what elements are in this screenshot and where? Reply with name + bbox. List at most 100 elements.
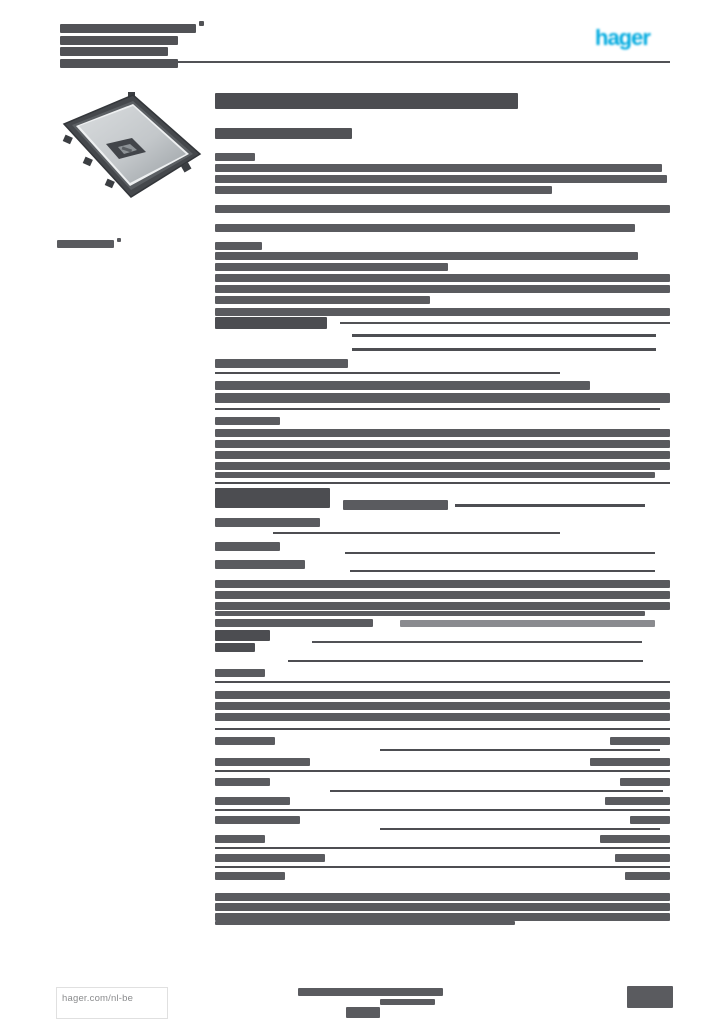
separator bbox=[215, 482, 670, 484]
section-side-rule bbox=[455, 504, 645, 507]
body-line bbox=[215, 308, 670, 316]
spec-row-label bbox=[215, 758, 310, 766]
table-line bbox=[215, 451, 670, 459]
footer-url-box: hager.com/nl-be bbox=[56, 987, 168, 1019]
footer-center-text bbox=[380, 999, 435, 1005]
spec-row-label bbox=[215, 797, 290, 805]
spec-row-value bbox=[590, 758, 670, 766]
spec-row-label bbox=[215, 835, 265, 843]
spec-row-label bbox=[215, 737, 275, 745]
spec-row-label bbox=[215, 872, 285, 880]
footnote-line bbox=[215, 893, 670, 901]
body-line bbox=[215, 252, 638, 260]
spec-row-value bbox=[630, 816, 670, 824]
table-line bbox=[215, 591, 670, 599]
header-line-3 bbox=[60, 47, 168, 56]
spec-label bbox=[215, 359, 348, 368]
section-side-text bbox=[343, 500, 448, 510]
table-line bbox=[215, 440, 670, 448]
spec-row-value bbox=[610, 737, 670, 745]
separator bbox=[215, 770, 670, 772]
table-line bbox=[215, 429, 670, 437]
spec-label bbox=[215, 560, 305, 569]
spec-row-label bbox=[215, 854, 325, 862]
separator bbox=[215, 728, 670, 730]
separator bbox=[215, 866, 670, 868]
sub-separator bbox=[380, 749, 660, 751]
footnote-line bbox=[215, 903, 670, 911]
footer-url-link[interactable]: hager.com/nl-be bbox=[62, 993, 134, 1004]
spec-label bbox=[215, 417, 280, 425]
body-line bbox=[215, 205, 670, 213]
product-ref bbox=[57, 240, 114, 248]
section-rule bbox=[340, 322, 670, 324]
spec-row-label bbox=[215, 816, 300, 824]
spec-label bbox=[215, 542, 280, 551]
page-title bbox=[215, 93, 518, 109]
section-header bbox=[215, 630, 270, 641]
intro-line bbox=[215, 186, 552, 194]
intro-line bbox=[215, 164, 662, 172]
header-line-4 bbox=[60, 59, 178, 68]
body-line bbox=[215, 381, 590, 390]
separator bbox=[215, 372, 560, 374]
body-line bbox=[215, 224, 635, 232]
intro-line bbox=[215, 175, 667, 183]
sub-separator bbox=[380, 828, 660, 830]
spec-row-label bbox=[215, 778, 270, 786]
body-line bbox=[215, 242, 262, 250]
body-line bbox=[215, 263, 448, 271]
separator bbox=[215, 408, 660, 410]
sub-separator bbox=[350, 570, 655, 572]
header-superscript bbox=[199, 21, 204, 26]
table-line bbox=[215, 580, 670, 588]
sub-separator bbox=[352, 348, 656, 351]
floor-box-image bbox=[62, 92, 202, 198]
sub-separator bbox=[352, 334, 656, 337]
section-header bbox=[215, 317, 327, 329]
table-line bbox=[215, 713, 670, 721]
footnote-line bbox=[215, 921, 515, 925]
table-line bbox=[215, 702, 670, 710]
sub-separator bbox=[330, 790, 663, 792]
product-photo bbox=[62, 92, 202, 200]
separator bbox=[215, 809, 670, 811]
hager-logo: hager bbox=[595, 27, 673, 51]
hager-logo-text: hager bbox=[595, 25, 651, 50]
section-rule bbox=[312, 641, 642, 643]
spec-label bbox=[215, 518, 320, 527]
sub-separator bbox=[288, 660, 643, 662]
table-line bbox=[215, 691, 670, 699]
spec-row-label bbox=[215, 619, 373, 627]
table-line bbox=[215, 602, 670, 610]
intro-label bbox=[215, 153, 255, 161]
separator bbox=[215, 847, 670, 849]
header-line-2 bbox=[60, 36, 178, 45]
footer-center-text bbox=[346, 1007, 380, 1018]
table-line bbox=[215, 611, 645, 616]
table-line bbox=[215, 472, 655, 478]
spec-row-value bbox=[625, 872, 670, 880]
table-line bbox=[215, 462, 670, 470]
header-rule bbox=[178, 61, 670, 63]
section-header-line-2 bbox=[215, 643, 255, 652]
spec-row-value bbox=[620, 778, 670, 786]
page-subtitle bbox=[215, 128, 352, 139]
footnote-line bbox=[215, 913, 670, 921]
product-ref-superscript bbox=[117, 238, 121, 242]
spec-row-value bbox=[600, 835, 670, 843]
header-line-1 bbox=[60, 24, 196, 33]
separator bbox=[215, 681, 670, 683]
spec-row-value bbox=[605, 797, 670, 805]
footer-center-text bbox=[298, 988, 443, 996]
body-line bbox=[215, 274, 670, 282]
spec-label bbox=[215, 669, 265, 677]
body-line bbox=[215, 393, 670, 403]
body-line bbox=[215, 296, 430, 304]
sub-separator bbox=[273, 532, 560, 534]
sub-separator bbox=[345, 552, 655, 554]
section-header bbox=[215, 488, 330, 508]
footer-page-box bbox=[627, 986, 673, 1008]
body-line bbox=[215, 285, 670, 293]
